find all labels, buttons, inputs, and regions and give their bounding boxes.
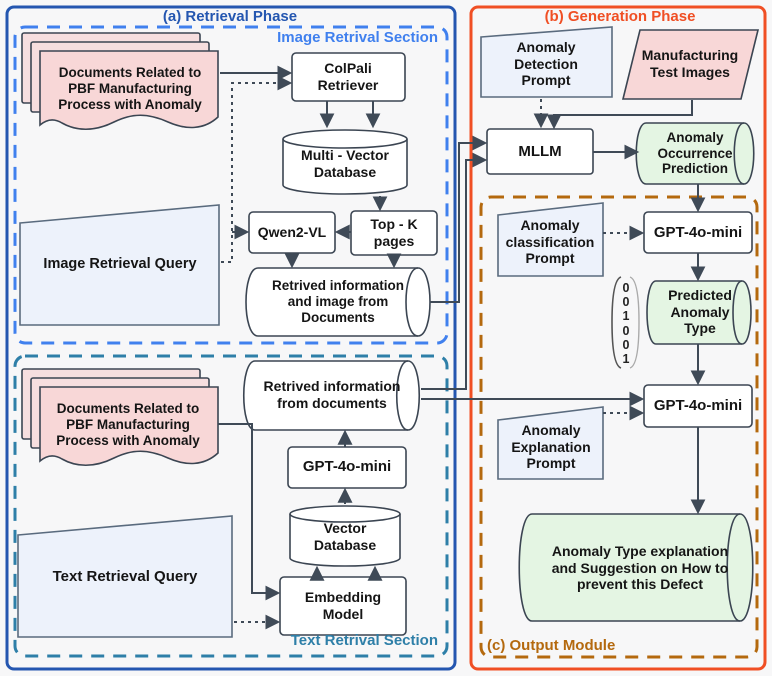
- test-images-label: Manufacturing Test Images: [641, 47, 739, 80]
- explanation-prompt-label: Anomaly Explanation Prompt: [511, 422, 591, 472]
- arrow-test-images-to-mllm: [546, 100, 693, 130]
- generation-phase-label: (b) Generation Phase: [544, 8, 696, 25]
- retrieved-text-label: Retrived information from documents: [263, 378, 401, 411]
- detection-prompt-label: Anomaly Detection Prompt: [514, 39, 578, 89]
- detection-prompt-shape: [480, 26, 613, 98]
- bracket-left: [611, 276, 622, 369]
- multi-vector-db-rim: [282, 138, 408, 149]
- binary-digit: 0: [622, 323, 630, 338]
- gpt4o-mini-classify-label: GPT-4o-mini: [653, 223, 743, 241]
- classification-prompt-label: Anomaly classification Prompt: [505, 217, 595, 267]
- arrow-retrieved-text-to-mllm: [421, 152, 488, 390]
- output-module-box: [479, 195, 759, 659]
- qwen2vl-label: Qwen2-VL: [257, 224, 327, 241]
- image-query-shape: [19, 204, 220, 326]
- vector-db-label: Vector Database: [313, 520, 377, 553]
- binary-digit: 0: [622, 295, 630, 310]
- top-k-pages-label: Top - K pages: [370, 216, 418, 249]
- final-output-rim: [726, 513, 741, 622]
- predicted-type-label: Predicted Anomaly Type: [668, 287, 732, 337]
- retrieval-phase-label: (a) Retrieval Phase: [162, 8, 298, 25]
- multi-vector-db-shape: [282, 129, 408, 195]
- occurrence-prediction-rim: [733, 122, 745, 185]
- generation-phase-box: [469, 5, 767, 671]
- arrow-retrieved-image-to-mllm: [430, 135, 488, 303]
- output-module-label: (c) Output Module: [487, 637, 616, 654]
- binary-vector-brackets: [611, 276, 640, 369]
- connectors: [218, 65, 706, 630]
- occurrence-prediction-label: Anomaly Occurrence Prediction: [657, 129, 733, 177]
- arrow-docs-to-embedding: [218, 423, 281, 601]
- embedding-model-label: Embedding Model: [304, 589, 382, 622]
- text-section-label: Text Retrival Section: [290, 632, 438, 649]
- test-images-shape: [621, 29, 760, 100]
- text-query-shape: [17, 515, 233, 638]
- text-retrieval-section-box: [13, 354, 449, 658]
- embedding-model-shape: [279, 576, 407, 636]
- image-retrieval-section-box: [13, 25, 449, 345]
- text-section-shapes: [17, 360, 421, 638]
- predicted-type-rim: [732, 280, 743, 345]
- phase-containers: [5, 5, 767, 671]
- arrow-image-query-to-colpali: [221, 75, 293, 263]
- binary-digit: 0: [622, 281, 630, 295]
- colpali-label: ColPali Retriever: [317, 60, 379, 93]
- explanation-prompt-shape: [497, 406, 604, 480]
- image-section-shapes: [19, 32, 438, 337]
- image-section-label: Image Retrival Section: [277, 29, 438, 46]
- classification-prompt-shape: [497, 202, 604, 277]
- retrieved-image-rim: [405, 267, 419, 337]
- gpt4o-mini-retrieval-label: GPT-4o-mini: [302, 458, 392, 476]
- binary-digit: 1: [622, 352, 630, 367]
- image-query-label: Image Retrieval Query: [43, 256, 197, 273]
- text-query-label: Text Retrieval Query: [52, 568, 198, 586]
- bracket-right: [629, 276, 640, 369]
- vector-db-rim: [289, 513, 401, 523]
- final-output-label: Anomaly Type explanation and Suggestion …: [551, 543, 729, 593]
- gpt4o-mini-explain-label: GPT-4o-mini: [653, 396, 743, 414]
- retrieved-text-rim: [395, 360, 409, 431]
- documents-image-label: Documents Related to PBF Manufacturing P…: [58, 65, 202, 112]
- binary-vector: 0 0 1 0 0 1: [617, 281, 635, 367]
- retrieved-image-label: Retrived information and image from Docu…: [271, 278, 404, 325]
- documents-image-shape: [39, 50, 219, 131]
- binary-digit: 1: [622, 309, 630, 324]
- mllm-label: MLLM: [518, 142, 562, 160]
- binary-digit: 0: [622, 337, 630, 352]
- documents-text-shape: [39, 386, 219, 467]
- documents-text-label: Documents Related to PBF Manufacturing P…: [56, 401, 200, 448]
- retrieval-phase-box: [5, 5, 457, 671]
- multi-vector-db-label: Multi - Vector Database: [301, 147, 389, 180]
